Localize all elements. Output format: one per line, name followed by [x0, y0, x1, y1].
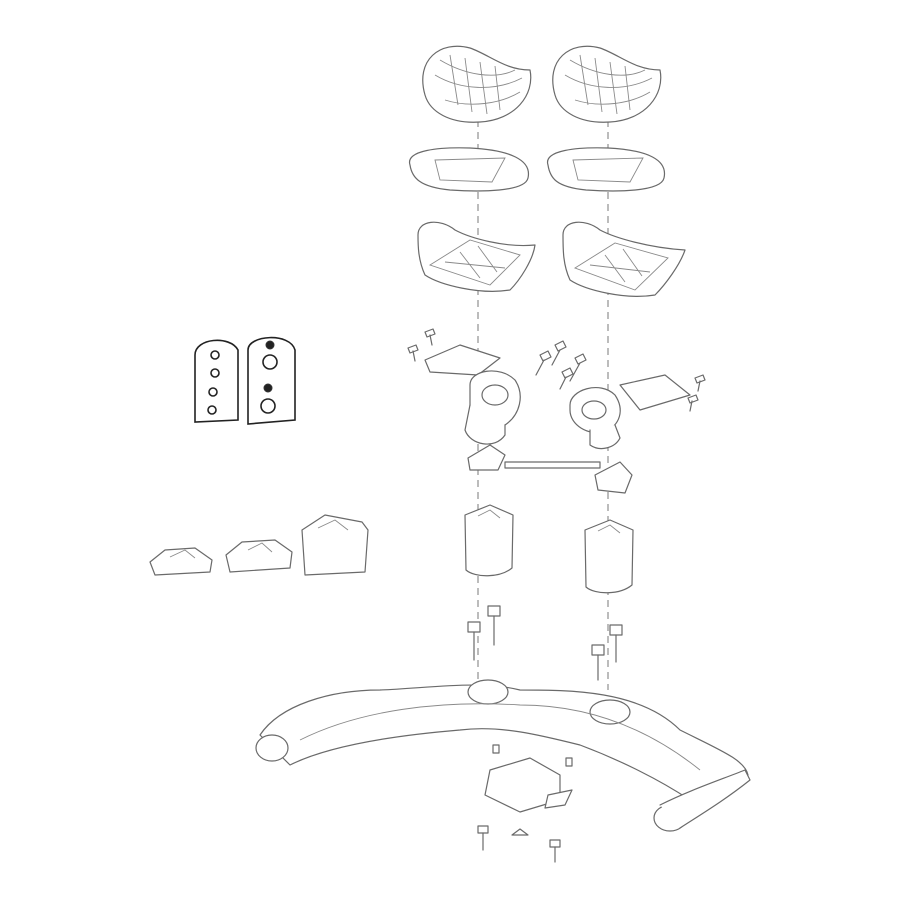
spacer-medium	[225, 539, 293, 573]
pad-cup-right	[562, 221, 686, 297]
spacer-left	[464, 504, 514, 577]
center-clamp	[484, 744, 573, 813]
clamp-screws	[407, 328, 706, 412]
spacer-thin	[149, 547, 213, 576]
bottom-screws	[477, 825, 561, 863]
pad-insert-left	[409, 147, 530, 192]
spacer-right	[584, 519, 634, 594]
arm-clamp-left	[424, 344, 521, 445]
pad-insert-right	[547, 147, 666, 192]
spacer-tall	[301, 514, 369, 576]
arm-clamp-right	[569, 374, 691, 450]
riser-plate-threaded	[247, 336, 296, 425]
pad-cup-left	[417, 221, 536, 292]
base-bar	[255, 679, 751, 832]
bridge-bar	[467, 444, 633, 494]
riser-plate-plain	[194, 339, 239, 423]
arm-pad-left	[422, 45, 532, 123]
mounting-bolts	[467, 605, 623, 681]
arm-pad-right	[552, 45, 662, 123]
